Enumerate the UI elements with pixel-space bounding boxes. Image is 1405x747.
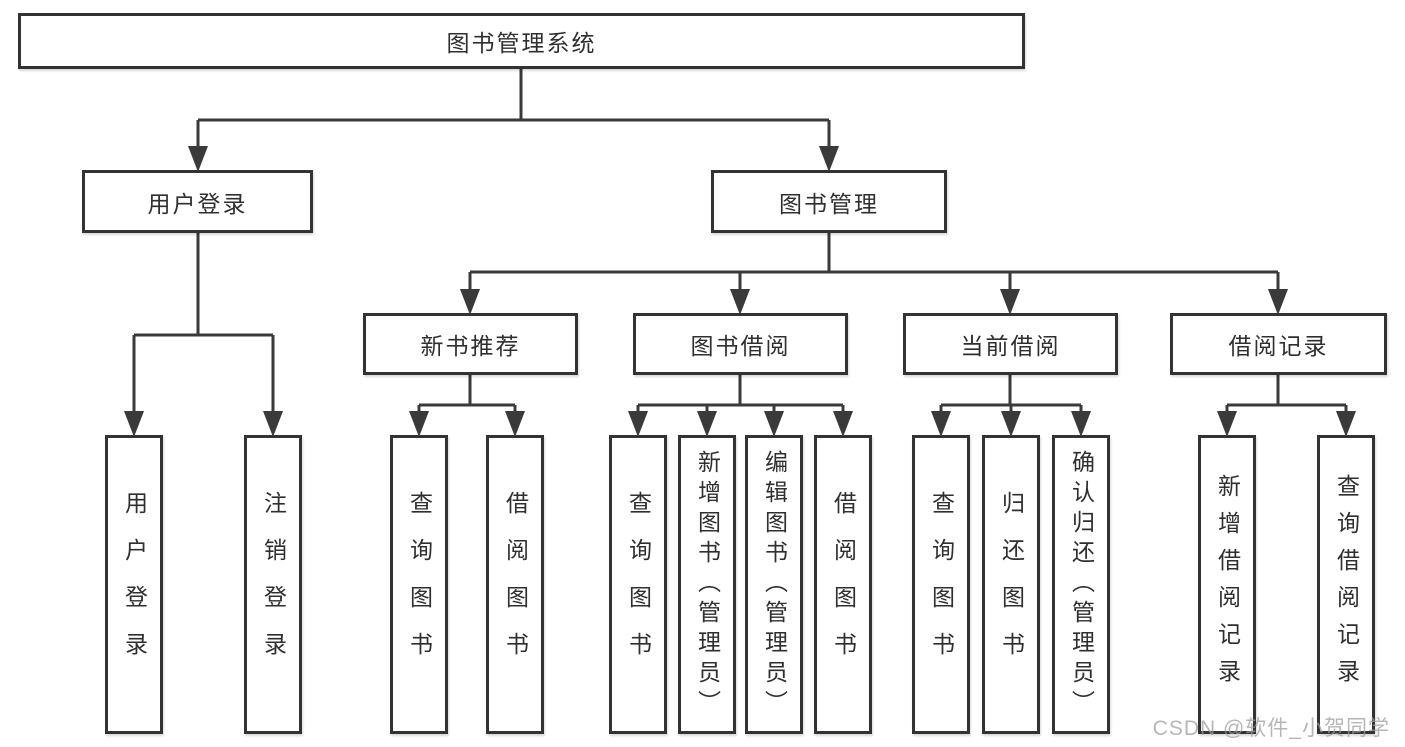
leaf-edit-books-admin: 编辑图书（管理员） <box>745 435 803 734</box>
node-label: 借阅图书 <box>502 490 529 679</box>
node-label: 查询图书 <box>625 490 652 679</box>
node-book-borrowing: 图书借阅 <box>633 313 848 375</box>
node-user-login: 用户登录 <box>82 170 313 233</box>
leaf-query-books-current: 查询图书 <box>912 435 970 734</box>
node-label: 查询图书 <box>928 490 955 679</box>
node-label: 图书管理 <box>779 190 879 217</box>
node-label: 新书推荐 <box>420 333 521 359</box>
node-label: 归还图书 <box>998 490 1025 679</box>
leaf-query-borrowing-record: 查询借阅记录 <box>1317 435 1375 734</box>
node-label: 图书管理系统 <box>446 30 597 56</box>
node-label: 当前借阅 <box>960 333 1061 359</box>
leaf-query-books-borrowing: 查询图书 <box>609 435 667 734</box>
leaf-confirm-return-admin: 确认归还（管理员） <box>1052 435 1110 734</box>
node-book-management: 图书管理 <box>711 170 947 233</box>
node-label: 注销登录 <box>260 490 287 679</box>
node-label: 查询借阅记录 <box>1333 473 1360 696</box>
watermark: CSDN @软件_小贺同学 <box>1152 717 1390 740</box>
node-library-management-system: 图书管理系统 <box>18 13 1025 69</box>
node-current-borrowing: 当前借阅 <box>903 313 1118 375</box>
leaf-add-borrowing-record: 新增借阅记录 <box>1198 435 1256 734</box>
node-label: 借阅图书 <box>830 490 857 679</box>
node-label: 编辑图书（管理员） <box>761 449 788 720</box>
leaf-user-login: 用户登录 <box>105 435 163 734</box>
node-label: 确认归还（管理员） <box>1068 449 1095 720</box>
node-label: 用户登录 <box>121 490 148 679</box>
leaf-logout-login: 注销登录 <box>244 435 302 734</box>
node-label: 新增借阅记录 <box>1214 473 1241 696</box>
node-label: 用户登录 <box>147 190 248 217</box>
node-borrowing-records: 借阅记录 <box>1170 313 1387 375</box>
node-new-book-recommendation: 新书推荐 <box>363 313 578 375</box>
leaf-query-books-recommend: 查询图书 <box>390 435 448 734</box>
leaf-borrow-books-borrowing: 借阅图书 <box>814 435 872 734</box>
leaf-return-books: 归还图书 <box>982 435 1040 734</box>
node-label: 新增图书（管理员） <box>694 449 721 720</box>
node-label: 借阅记录 <box>1228 333 1329 359</box>
node-label: 查询图书 <box>406 490 433 679</box>
node-label: 图书借阅 <box>690 333 791 359</box>
leaf-borrow-books-recommend: 借阅图书 <box>486 435 544 734</box>
leaf-add-books-admin: 新增图书（管理员） <box>678 435 736 734</box>
